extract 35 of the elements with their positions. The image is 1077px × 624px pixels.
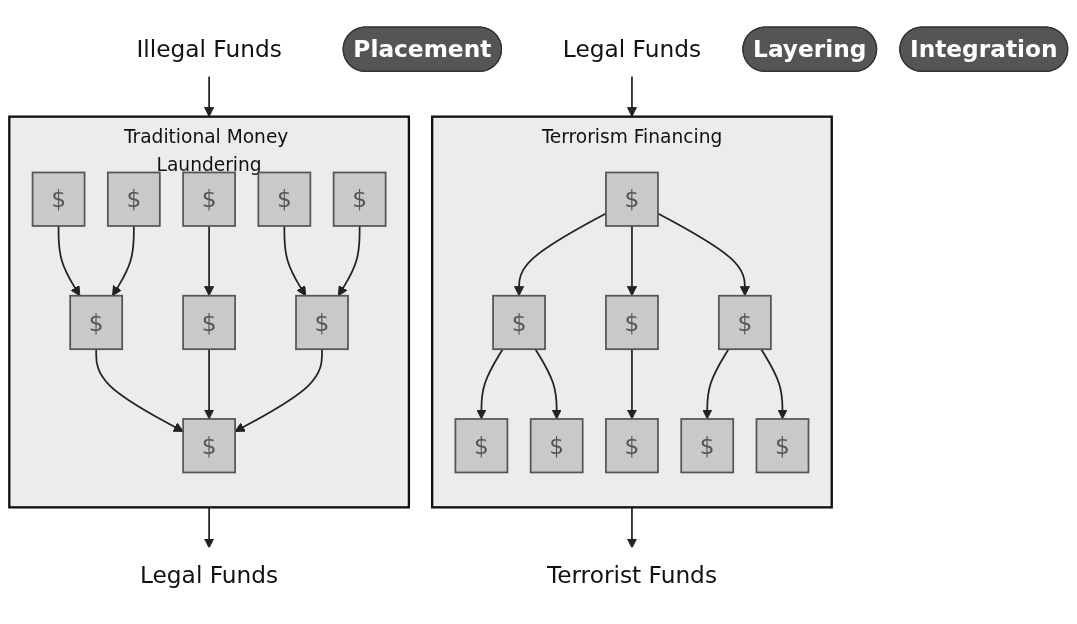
node-box: $ [69, 294, 124, 351]
node-box: $ [182, 294, 236, 351]
node-box: $ [605, 171, 659, 227]
node-box: $ [182, 171, 236, 227]
node-text: Legal Funds [562, 35, 702, 64]
arrow [657, 212, 750, 297]
node-box: $ [492, 294, 546, 351]
node-box: $ [182, 418, 236, 474]
arrow [760, 348, 788, 420]
node-text: Terrorist Funds [546, 560, 718, 589]
arrow [95, 348, 184, 432]
node-box: $ [605, 418, 659, 474]
arrow [57, 225, 81, 297]
arrow [204, 225, 215, 297]
node-box: $ [529, 418, 584, 474]
node-box: $ [106, 171, 161, 227]
node-text: Legal Funds [140, 560, 279, 589]
arrow [626, 225, 638, 297]
node-box: $ [454, 418, 509, 474]
arrow [337, 225, 361, 297]
arrow [112, 225, 135, 297]
node-box: $ [718, 294, 772, 351]
node-box: $ [680, 418, 735, 474]
node-text: Illegal Funds [136, 35, 282, 64]
node-box: $ [332, 171, 387, 227]
node-box: $ [605, 294, 659, 351]
arrow [702, 348, 730, 420]
arrow [534, 348, 562, 420]
node-box: $ [755, 418, 810, 474]
arrow [626, 348, 638, 420]
node-box: $ [295, 294, 349, 351]
arrow [204, 348, 215, 420]
node-box: $ [31, 171, 86, 227]
arrow [476, 348, 504, 420]
arrow [283, 225, 307, 297]
